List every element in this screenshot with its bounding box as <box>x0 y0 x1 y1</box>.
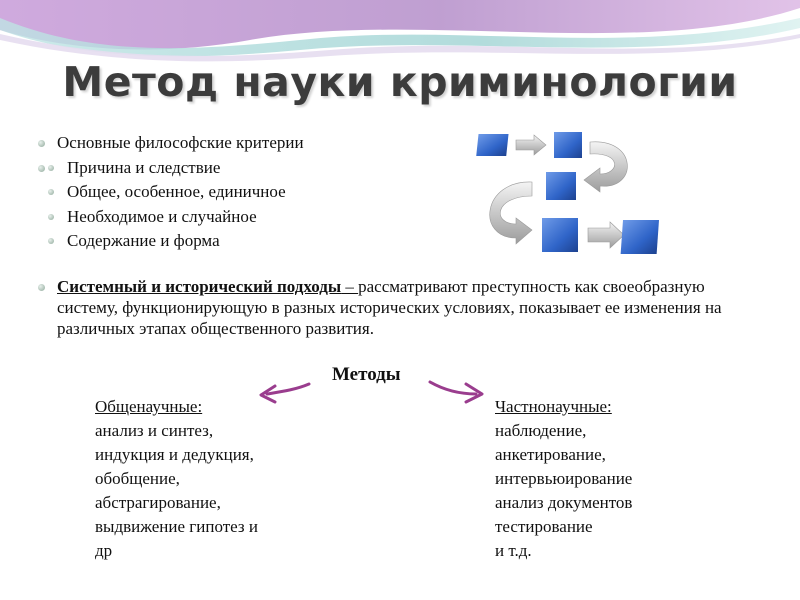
general-method-item: индукция и дедукция, <box>95 445 254 464</box>
specific-method-item: анализ документов <box>495 493 633 512</box>
flow-block <box>542 218 578 252</box>
systemic-text: рассматривают преступность как своеобраз… <box>57 277 722 338</box>
flow-curve-arrow <box>489 181 533 245</box>
slide-title: Метод науки криминологии <box>62 58 738 106</box>
arrow-left-icon <box>259 382 311 404</box>
flow-curve-arrow <box>583 141 628 193</box>
bullet-icon <box>38 284 45 291</box>
specific-method-item: интервьюирование <box>495 469 633 488</box>
general-methods-heading: Общенаучные: <box>95 397 203 416</box>
general-methods: Общенаучные: анализ и синтез, индукция и … <box>95 395 258 563</box>
header-wave-decoration <box>0 0 800 62</box>
criteria-heading: Основные философские критерии <box>36 131 304 156</box>
general-method-item: анализ и синтез, <box>95 421 214 440</box>
criteria-item: Необходимое и случайное <box>36 205 304 230</box>
general-method-item: обобщение, <box>95 469 180 488</box>
general-method-item: выдвижение гипотез и <box>95 517 258 536</box>
methods-heading: Методы <box>332 364 401 385</box>
criteria-list: Основные философские критерии Причина и … <box>36 131 304 254</box>
process-flow-graphic <box>476 132 660 254</box>
systemic-paragraph: Системный и исторический подходы – рассм… <box>36 276 736 339</box>
criteria-item: Общее, особенное, единичное <box>36 180 304 205</box>
systemic-highlight: Системный и исторический подходы <box>57 277 342 296</box>
criteria-item: Содержание и форма <box>36 229 304 254</box>
specific-methods-heading: Частнонаучные: <box>495 397 612 416</box>
specific-method-item: и т.д. <box>495 541 532 560</box>
specific-methods: Частнонаучные: наблюдение, анкетирование,… <box>495 395 632 563</box>
flow-arrow <box>587 221 625 249</box>
arrow-right-icon <box>428 380 484 404</box>
flow-block <box>476 134 509 156</box>
flow-block <box>620 220 660 254</box>
systemic-dash: – <box>341 277 359 296</box>
general-method-item: др <box>95 541 113 560</box>
specific-method-item: тестирование <box>495 517 593 536</box>
specific-method-item: наблюдение, <box>495 421 587 440</box>
general-method-item: абстрагирование, <box>95 493 221 512</box>
criteria-item: Причина и следствие <box>36 156 304 181</box>
flow-block <box>546 172 576 200</box>
specific-method-item: анкетирование, <box>495 445 606 464</box>
flow-arrow <box>515 134 547 156</box>
flow-block <box>554 132 582 158</box>
